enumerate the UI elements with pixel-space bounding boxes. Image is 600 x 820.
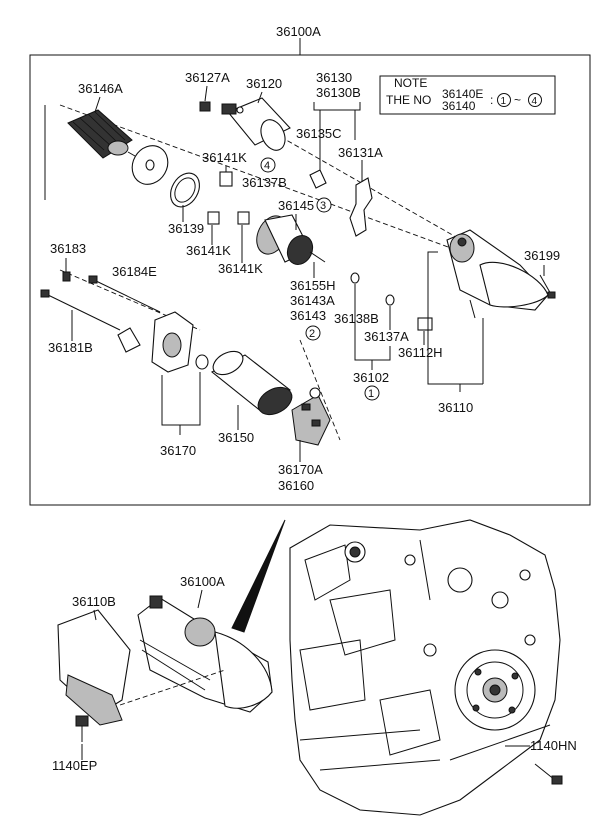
label-bolt-36181b: 36181B xyxy=(48,340,93,355)
label-brush-36170a: 36170A xyxy=(278,462,323,477)
note-title: NOTE xyxy=(394,76,427,90)
ring-part-a xyxy=(350,272,360,284)
engine-block xyxy=(289,519,561,816)
label-nut-36127a: 36127A xyxy=(185,70,230,85)
label-bolt-36199: 36199 xyxy=(524,248,560,263)
axis-line-main xyxy=(59,104,471,256)
armature-part xyxy=(67,109,143,161)
note-prefix: THE NO xyxy=(386,93,431,107)
label-lever-set-2: 36130B xyxy=(316,85,361,100)
label-plate-c: 36141K xyxy=(218,261,263,276)
nut-part xyxy=(199,101,211,112)
label-yoke: 36150 xyxy=(218,430,254,445)
bolt-1140ep-part xyxy=(75,715,89,742)
circle-4-label: 4 xyxy=(264,160,270,172)
label-gear: 36137B xyxy=(242,175,287,190)
axis-line-cover xyxy=(119,669,226,706)
label-seal: 36139 xyxy=(168,221,204,236)
label-solenoid: 36120 xyxy=(246,76,282,91)
note-box: NOTE THE NO 36140E 36140 : 1 ~ 4 xyxy=(379,75,556,115)
label-clutch: 36145 xyxy=(278,198,314,213)
housing-part xyxy=(446,229,549,319)
heat-cover-part xyxy=(57,609,131,726)
note-code-1: 36140E xyxy=(442,87,483,101)
plate-part-b xyxy=(207,211,220,225)
lever-part xyxy=(349,177,373,237)
label-lever-set-1: 36130 xyxy=(316,70,352,85)
circle-3-label: 3 xyxy=(320,200,326,212)
label-kit: 36102 xyxy=(353,370,389,385)
label-bolt-1140hn: 1140HN xyxy=(530,738,577,753)
label-lever: 36131A xyxy=(338,145,383,160)
label-armature: 36146A xyxy=(78,81,123,96)
axis-line-bolt xyxy=(59,269,201,331)
label-brush-36160: 36160 xyxy=(278,478,314,493)
label-bracket: 36170 xyxy=(160,443,196,458)
note-tilde: ~ xyxy=(514,93,521,107)
note-range-end: 4 xyxy=(532,96,538,107)
label-shaft-36155h: 36155H xyxy=(290,278,336,293)
bolt-36181b-part xyxy=(45,293,121,331)
plate-part-a xyxy=(219,171,233,187)
label-assembly-top: 36100A xyxy=(276,24,321,39)
yoke-part xyxy=(210,350,293,416)
note-range-start: 1 xyxy=(501,96,507,107)
circle-2-label: 2 xyxy=(309,328,315,340)
label-plate-b: 36141K xyxy=(186,243,231,258)
axis-line-solenoid xyxy=(224,104,471,246)
label-bush: 36112H xyxy=(398,345,443,360)
label-plate-a: 36141K xyxy=(202,150,247,165)
label-heat-cover: 36110B xyxy=(72,594,116,609)
exploded-view-frame xyxy=(29,54,591,506)
bracket-part xyxy=(117,311,194,373)
label-shaft-36143: 36143 xyxy=(290,308,326,323)
label-bolt-1140ep: 1140EP xyxy=(52,758,97,773)
ring-part-b xyxy=(385,294,395,306)
circle-1-label: 1 xyxy=(368,388,374,400)
bolt-36183-part xyxy=(62,271,71,282)
label-housing: 36110 xyxy=(438,400,473,415)
label-bolt-36183: 36183 xyxy=(50,241,86,256)
bolt-36184e-part xyxy=(93,279,161,313)
note-code-2: 36140 xyxy=(442,99,476,113)
bracket-washer xyxy=(195,354,209,370)
label-assembly-bottom: 36100A xyxy=(180,574,225,589)
spring-part xyxy=(309,169,327,189)
plate-part-c xyxy=(237,211,250,225)
pointer-wedge xyxy=(231,519,286,633)
label-shaft-36143a: 36143A xyxy=(290,293,335,308)
label-ring-36137a: 36137A xyxy=(364,329,409,344)
label-spring: 36135C xyxy=(296,126,342,141)
axis-line-brush xyxy=(299,339,341,441)
bush-part xyxy=(417,317,433,331)
solenoid-part xyxy=(221,97,291,151)
clutch-part xyxy=(256,214,326,266)
label-ring-36138b: 36138B xyxy=(334,311,379,326)
brush-holder-part xyxy=(291,387,331,446)
starter-assembly xyxy=(137,595,273,713)
note-colon: : xyxy=(490,93,493,107)
seal-ring-part xyxy=(170,172,200,208)
label-bolt-36184e: 36184E xyxy=(112,264,157,279)
bolt-1140hn-part xyxy=(534,763,563,785)
